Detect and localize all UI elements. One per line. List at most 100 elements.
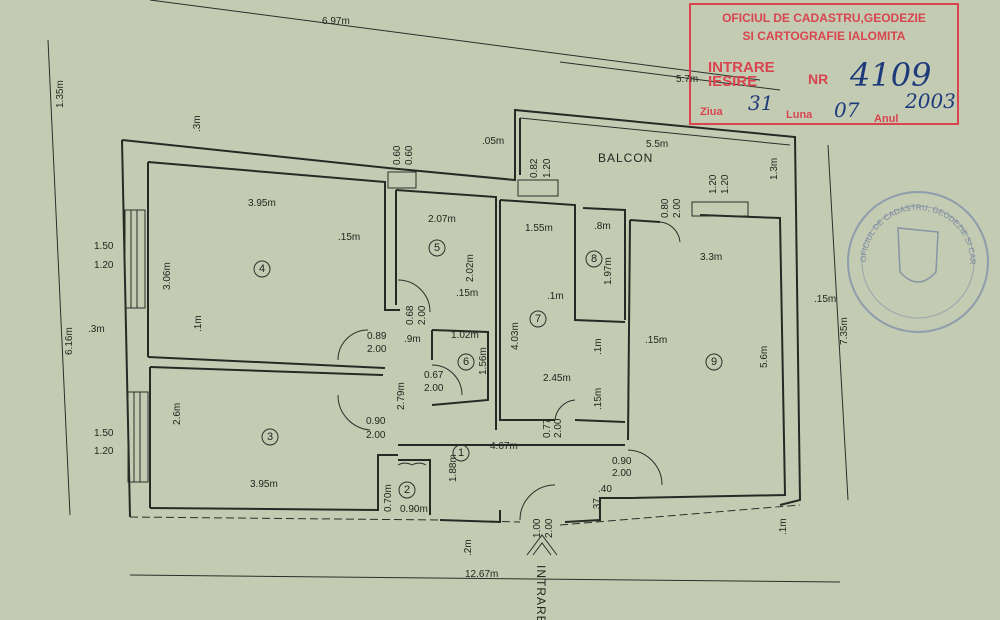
- stamp-nr-label: NR: [808, 71, 828, 87]
- dim: 1.02m: [451, 330, 479, 341]
- dim: .15m: [645, 335, 667, 346]
- stamp-anul-label: Anul: [874, 113, 898, 125]
- dim: 1.50: [94, 428, 114, 439]
- dim: .1m: [547, 291, 564, 302]
- dim: 2.6m: [172, 403, 183, 425]
- dim: 1.56m: [478, 347, 489, 375]
- dim: 7.35m: [839, 317, 850, 345]
- balcon-label: BALCON: [598, 151, 653, 165]
- dim: .1m: [593, 338, 604, 355]
- svg-text:5: 5: [434, 242, 440, 254]
- svg-text:4: 4: [259, 263, 265, 275]
- svg-text:1: 1: [458, 447, 464, 459]
- dim: 4.03m: [510, 322, 521, 350]
- dim: 1.50: [94, 241, 114, 252]
- dim: 2.00: [367, 344, 387, 355]
- dim: .15m: [456, 288, 478, 299]
- room-9: 9: [705, 353, 723, 371]
- dim: 2.02m: [465, 254, 476, 282]
- room-5: 5: [428, 239, 446, 257]
- outer-dimension-lines: [47, 0, 849, 583]
- stamp-office-line1: OFICIUL DE CADASTRU,GEODEZIE: [722, 11, 926, 25]
- door-swings: [337, 221, 681, 521]
- entry-arrow-icon: [526, 534, 558, 556]
- svg-text:8: 8: [591, 253, 597, 265]
- stamp-ziua-label: Ziua: [700, 106, 723, 118]
- svg-text:3: 3: [267, 431, 273, 443]
- dim: 1.20: [94, 260, 114, 271]
- dim: 6.16m: [64, 327, 75, 355]
- dim: 3.3m: [700, 252, 722, 263]
- dim: 2.00: [612, 468, 632, 479]
- dim: 6.97m: [322, 16, 350, 27]
- room-4: 4: [253, 260, 271, 278]
- dim: .3m: [192, 115, 203, 132]
- dim: 2.00: [424, 383, 444, 394]
- dim: 0.77: [542, 418, 553, 438]
- windows: [124, 171, 749, 483]
- dim: 1.3m: [769, 158, 780, 180]
- coat-of-arms-icon: [897, 227, 939, 283]
- stamp-intrare: INTRARE: [708, 59, 775, 76]
- dim: 0.90: [366, 416, 386, 427]
- room-6: 6: [457, 353, 475, 371]
- dim: 0.70m: [383, 484, 394, 512]
- dim: 3.06m: [162, 262, 173, 290]
- dim: .8m: [594, 221, 611, 232]
- stamp-ziua: 31: [748, 91, 773, 115]
- stamp-anul: 2003: [904, 89, 956, 113]
- dim: 1.20: [708, 174, 719, 194]
- walls: [121, 108, 802, 526]
- dim: 1.20: [720, 174, 731, 194]
- dim: 0.80: [660, 198, 671, 218]
- dim: .15m: [338, 232, 360, 243]
- svg-text:2: 2: [404, 484, 410, 496]
- svg-text:7: 7: [535, 313, 541, 325]
- dim: 0.60: [404, 145, 415, 165]
- dim: 2.00: [417, 305, 428, 325]
- room-3: 3: [261, 428, 279, 446]
- dim: 1.00: [532, 518, 543, 538]
- dim: .1m: [778, 518, 789, 535]
- room-8: 8: [585, 250, 603, 268]
- dim: 2.00: [366, 430, 386, 441]
- dim: 0.90m: [400, 504, 428, 515]
- dim: 12.67m: [465, 569, 498, 580]
- dim: .15m: [814, 294, 836, 305]
- room-numbers: 1 2 3 4 5 6 7 8 9: [253, 239, 723, 499]
- dim: .37: [592, 498, 603, 512]
- registry-stamp: OFICIUL DE CADASTRU,GEODEZIE SI CARTOGRA…: [689, 3, 959, 125]
- dim: 0.90: [612, 456, 632, 467]
- intrare-label: INTRARE: [534, 565, 548, 620]
- dim: .9m: [404, 334, 421, 345]
- dim: 0.89: [367, 331, 387, 342]
- dim: 2.79m: [396, 382, 407, 410]
- dim: 0.60: [392, 145, 403, 165]
- dim: 0.68: [405, 305, 416, 325]
- dim: 0.67: [424, 370, 444, 381]
- dim: .3m: [88, 324, 105, 335]
- dim: .1m: [193, 315, 204, 332]
- stamp-nr-value: 4109: [849, 56, 931, 94]
- dim: 1.20: [94, 446, 114, 457]
- dim: 1.20: [542, 158, 553, 178]
- dim: 4.67m: [490, 441, 518, 452]
- dim: 5.6m: [759, 346, 770, 368]
- stamp-luna-label: Luna: [786, 109, 813, 121]
- dim: 5.7m: [676, 74, 698, 85]
- room-1: 1: [452, 444, 470, 462]
- svg-text:6: 6: [463, 356, 469, 368]
- stamp-luna: 07: [834, 98, 860, 122]
- dim: 1.55m: [525, 223, 553, 234]
- dim: 2.07m: [428, 214, 456, 225]
- dim: .15m: [593, 388, 604, 410]
- dim: 3.95m: [248, 198, 276, 209]
- dim: 2.00: [553, 418, 564, 438]
- dim: 2.00: [672, 198, 683, 218]
- dim: 0.82: [529, 158, 540, 178]
- dimension-labels: 6.97m 5.7m 5.5m 1.35m 6.16m .3m 3.95m .1…: [55, 16, 850, 580]
- dim: 5.5m: [646, 139, 668, 150]
- dim: .2m: [463, 539, 474, 556]
- dim: 3.95m: [250, 479, 278, 490]
- dim: 2.45m: [543, 373, 571, 384]
